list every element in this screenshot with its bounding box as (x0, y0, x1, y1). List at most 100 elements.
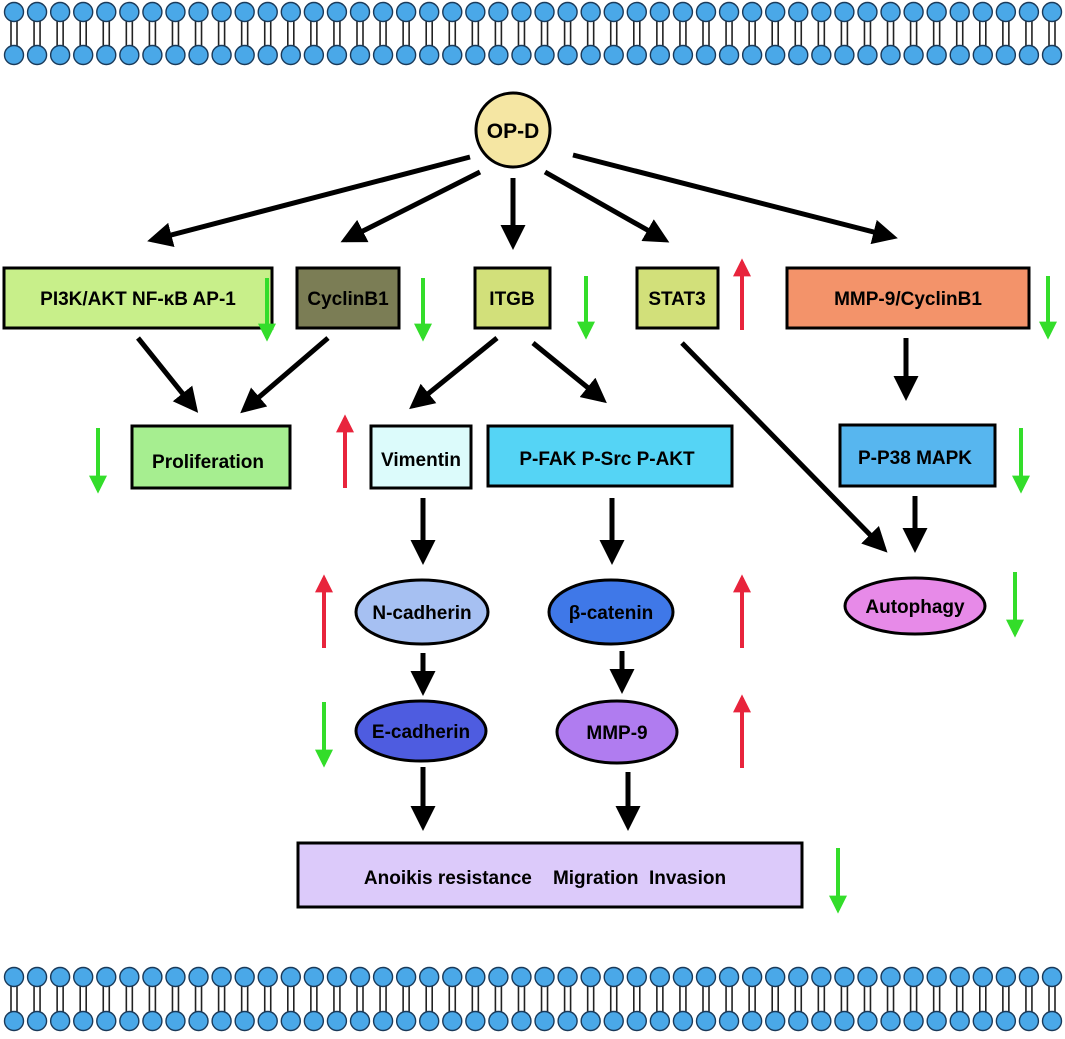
lipid-head (834, 966, 855, 988)
lipid-head (257, 966, 278, 988)
lipid-head (211, 44, 232, 66)
lipid-head (857, 44, 878, 66)
lipid-head (949, 1010, 970, 1032)
lipid-head (419, 44, 440, 66)
ncadherin-oval (354, 578, 490, 646)
lipid-head (995, 966, 1017, 988)
lipid-head (3, 966, 25, 988)
lipid-head (96, 1010, 117, 1032)
lipid-head (188, 966, 209, 988)
node-stat3: STAT3 (635, 266, 720, 330)
lipid-head (349, 1, 371, 23)
lipid-head (119, 44, 140, 66)
lipid-head (142, 44, 163, 66)
proliferation-label: Proliferation (152, 452, 264, 473)
stat3-label: STAT3 (648, 289, 705, 310)
lipid-head (672, 1010, 694, 1032)
trend-indicators (89, 258, 1057, 914)
lipid-head (280, 44, 301, 66)
lipid-head (741, 1010, 763, 1032)
lipid-head (119, 966, 140, 988)
lipid-head (395, 966, 417, 988)
lipid-head (718, 1, 740, 23)
lipid-head (534, 966, 555, 988)
autophagy-label: Autophagy (865, 597, 965, 618)
lipid-head (649, 1, 671, 23)
lipid-head (49, 1, 71, 23)
lipid-head (1018, 966, 1040, 988)
lipid-head (1018, 44, 1040, 66)
lipid-head (857, 1, 878, 23)
pfak-label: P-FAK P-Src P-AKT (519, 449, 695, 470)
mmp9-oval (555, 699, 679, 765)
lipid-head (26, 966, 48, 988)
node-op-d: OP-D (474, 91, 552, 169)
lipid-head (142, 1010, 163, 1032)
vimentin-label: Vimentin (381, 450, 461, 471)
lipid-head (903, 44, 924, 66)
lipid-head (926, 1010, 947, 1032)
lipid-head (96, 44, 117, 66)
lipid-head (557, 1010, 578, 1032)
lipid-head (811, 1010, 832, 1032)
lipid-head (580, 1, 601, 23)
lipid-head (695, 44, 717, 66)
arrow-stat3-to-autophagy (680, 341, 888, 553)
lipid-head (72, 966, 94, 988)
lipid-head (649, 44, 671, 66)
lipid-head (465, 1010, 486, 1032)
lipid-head (949, 44, 970, 66)
lipid-head (788, 966, 809, 988)
lipid-head (903, 1010, 924, 1032)
pp38-box (838, 423, 997, 488)
node-ecadherin: E-cadherin (354, 699, 488, 763)
lipid-head (349, 44, 371, 66)
lipid-head (3, 44, 25, 66)
lipid-head (788, 44, 809, 66)
lipid-head (72, 44, 94, 66)
lipid-head (949, 966, 970, 988)
lipid-head (834, 1010, 855, 1032)
proliferation-box (130, 424, 292, 490)
lipid-head (511, 44, 532, 66)
lipid-head (534, 1, 555, 23)
pi3k-box (2, 266, 274, 330)
lipid-head (788, 1, 809, 23)
lipid-head (349, 1010, 371, 1032)
itgb-box (473, 266, 552, 330)
lipid-head (649, 1010, 671, 1032)
lipid-head (741, 966, 763, 988)
lipid-head (26, 1010, 48, 1032)
node-pi3k: PI3K/AKT NF-κB AP-1 (2, 266, 274, 330)
lipid-head (880, 966, 901, 988)
node-mmp9: MMP-9 (555, 699, 679, 765)
arrow-op-d-to-stat3 (543, 169, 670, 243)
lipid-head (811, 1, 832, 23)
lipid-head (672, 1, 694, 23)
lipid-head (534, 44, 555, 66)
node-itgb: ITGB (473, 266, 552, 330)
lipid-head (234, 1010, 255, 1032)
arrows-row1-to-row2 (136, 336, 919, 553)
arrows-from-op-d (147, 152, 898, 250)
pp38-label: P-P38 MAPK (858, 448, 972, 469)
lipid-head (765, 966, 786, 988)
lipid-head (188, 1010, 209, 1032)
lipid-head (419, 1010, 440, 1032)
lipid-head (880, 44, 901, 66)
lipid-head (741, 1, 763, 23)
lipid-head (672, 44, 694, 66)
lipid-head (834, 44, 855, 66)
node-autophagy: Autophagy (843, 576, 987, 636)
lipid-head (995, 44, 1017, 66)
lipid-head (1018, 1, 1040, 23)
lipid-head (96, 1, 117, 23)
lipid-head (372, 1010, 394, 1032)
lipid-head (811, 44, 832, 66)
lipid-head (534, 1010, 555, 1032)
node-pp38: P-P38 MAPK (838, 423, 997, 488)
mmp9-label: MMP-9 (586, 723, 647, 744)
lipid-head (880, 1, 901, 23)
lipid-head (765, 1010, 786, 1032)
lipid-head (718, 1010, 740, 1032)
